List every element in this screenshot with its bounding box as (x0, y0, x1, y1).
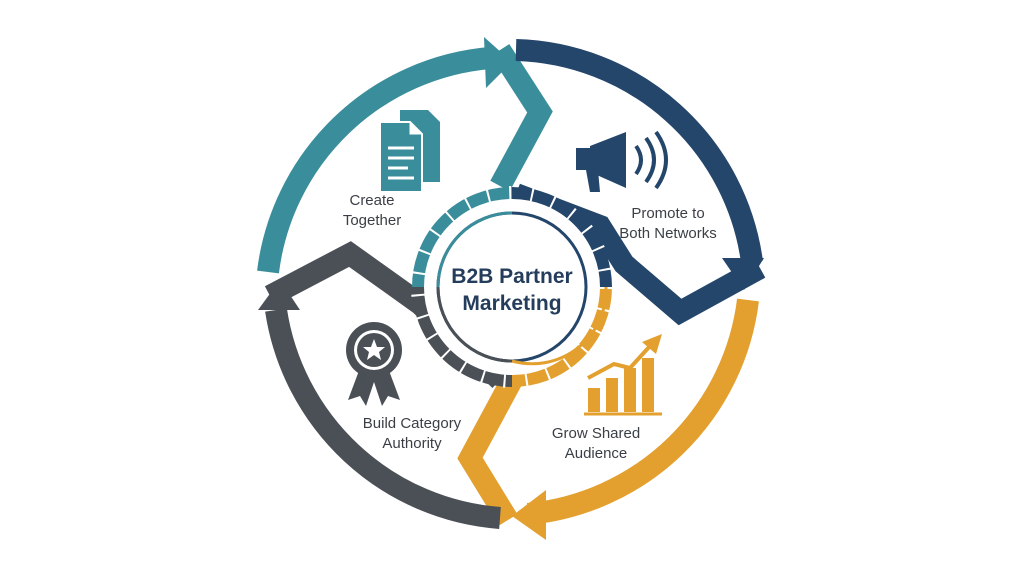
navy-cycle-arrow (515, 39, 763, 264)
award-badge-icon (346, 322, 402, 406)
inner-ring-navy (511, 187, 612, 288)
step-grow-line1: Grow Shared (552, 425, 640, 442)
step-create-line2: Together (343, 212, 401, 229)
inner-ring-teal (412, 187, 513, 288)
charcoal-cycle-arrow (265, 308, 501, 529)
megaphone-icon (576, 130, 668, 192)
growth-chart-icon (584, 334, 662, 416)
center-title-line2: Marketing (462, 292, 561, 315)
teal-chevron-tail (490, 44, 553, 192)
inner-ring (411, 186, 613, 388)
step-authority-line2: Authority (382, 435, 442, 452)
gold-cycle-arrow (526, 298, 759, 525)
center-title-line1: B2B Partner (451, 265, 572, 288)
documents-icon (379, 110, 440, 193)
gold-arrow-head (512, 490, 546, 540)
gold-chevron-tail (457, 374, 522, 526)
step-promote-line2: Both Networks (619, 225, 717, 242)
step-create-line1: Create (349, 192, 394, 209)
step-authority-line1: Build Category (363, 415, 462, 432)
step-grow-line2: Audience (565, 445, 628, 462)
step-promote-line1: Promote to (631, 205, 704, 222)
teal-cycle-arrow (257, 47, 491, 274)
